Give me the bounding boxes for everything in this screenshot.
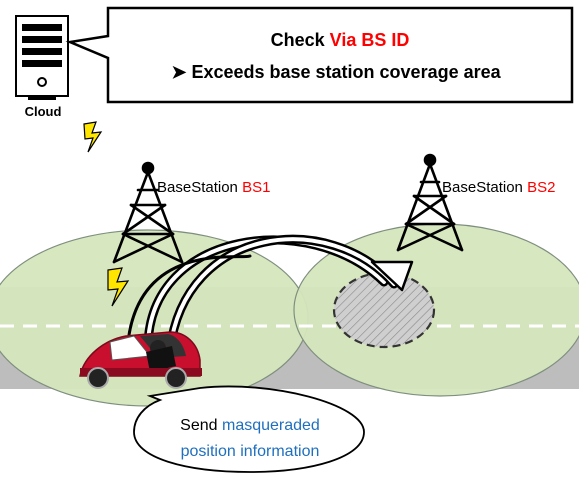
send-callout-line1: Send masqueraded (180, 417, 320, 434)
arrow-head (370, 260, 414, 292)
send-callout-line2: position information (181, 443, 320, 460)
cell-tower-icon (112, 161, 184, 264)
car-icon (79, 331, 202, 389)
lightning-icon (107, 267, 130, 307)
bs2-label: BaseStation BS2 (442, 179, 555, 196)
check-callout-line2: ➤ Exceeds base station coverage area (171, 62, 501, 82)
cloud-label: Cloud (25, 104, 62, 119)
cell-tower-icon (396, 153, 464, 252)
masqueraded-position-area (332, 271, 436, 349)
server-icon (15, 15, 69, 100)
check-callout-line1: Check Via BS ID (271, 30, 410, 50)
lightning-icon (83, 121, 103, 153)
masquerade-arrow (126, 234, 399, 355)
send-callout-bubble (133, 385, 365, 473)
bs1-label: BaseStation BS1 (157, 179, 270, 196)
check-callout-box (65, 6, 574, 104)
